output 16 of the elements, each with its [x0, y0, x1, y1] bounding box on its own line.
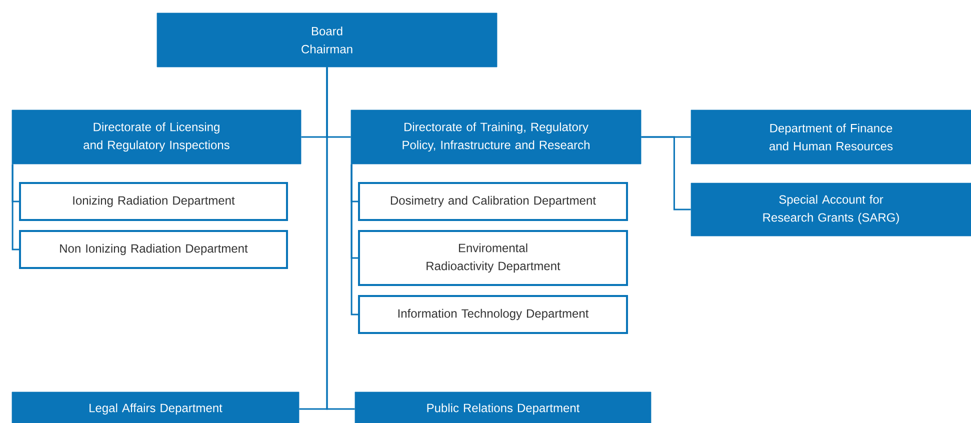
department-box: Information Technology Department [358, 295, 628, 334]
department-box: Ionizing Radiation Department [19, 182, 288, 221]
unit-box: Special Account for Research Grants (SARG) [690, 182, 971, 236]
unit-box: Public Relations Department [354, 392, 652, 423]
department-box: Non Ionizing Radiation Department [19, 230, 288, 269]
unit-box: Board Chairman [156, 12, 498, 68]
connector-line [350, 164, 358, 316]
unit-box: Directorate of Training, Regulatory Policy, Infrastructure and Research [350, 110, 642, 164]
department-box: Enviromental Radioactivity Department [358, 230, 628, 286]
unit-box: Directorate of Licensing and Regulatory Inspections [12, 110, 302, 164]
connector-line [326, 67, 355, 410]
unit-box: Legal Affairs Department [12, 392, 300, 423]
unit-box: Department of Finance and Human Resources [690, 110, 971, 164]
department-box: Dosimetry and Calibration Department [358, 182, 628, 221]
connector-line [12, 164, 19, 250]
connector-line [641, 136, 691, 210]
